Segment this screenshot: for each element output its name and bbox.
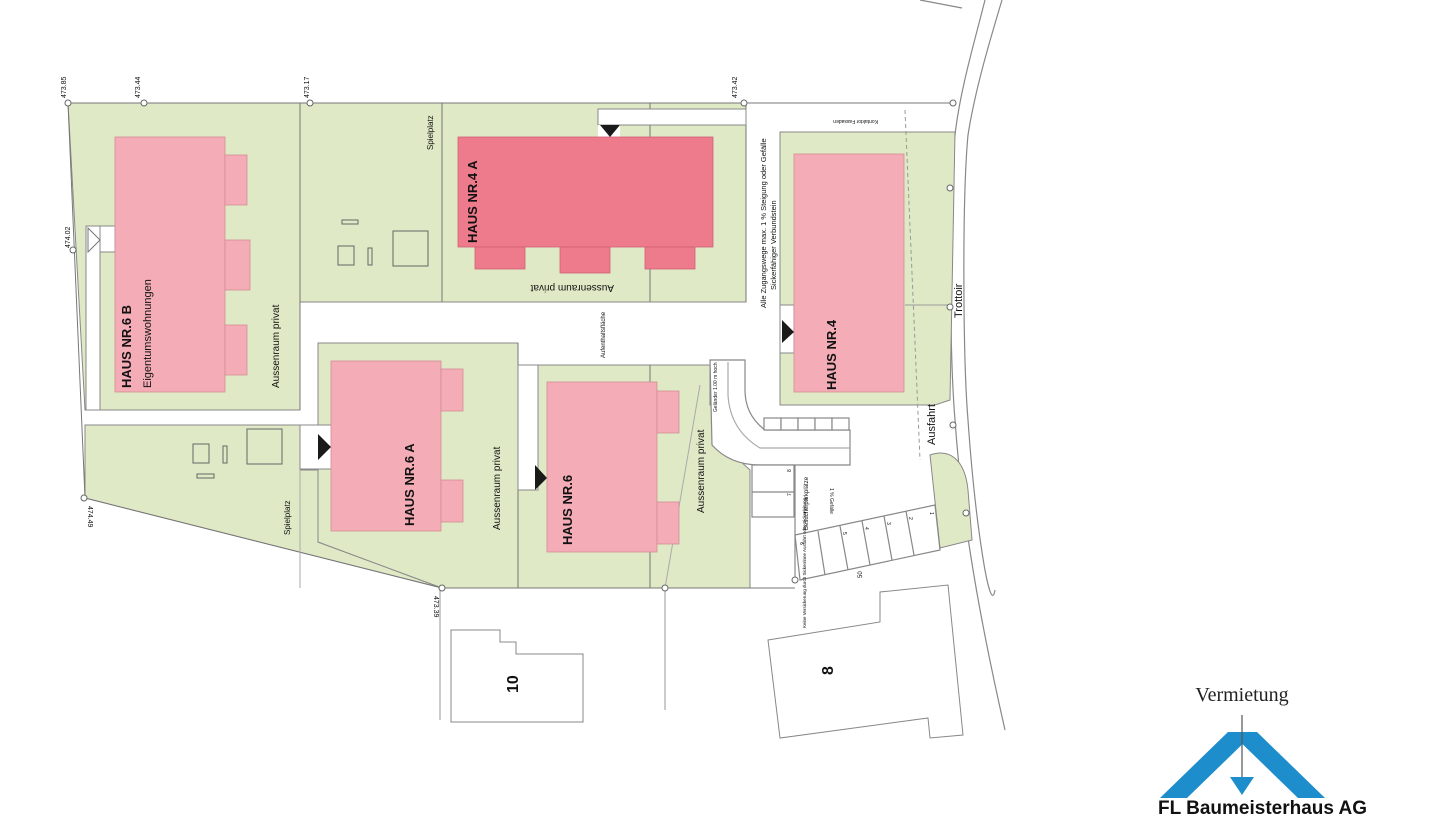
entrance-icon bbox=[318, 434, 331, 460]
svg-text:1: 1 bbox=[928, 512, 934, 515]
entrance-markers bbox=[318, 125, 794, 490]
logo-company-name: FL Baumeisterhaus AG bbox=[1158, 798, 1368, 819]
building-haus-6b[interactable] bbox=[114, 136, 251, 393]
svg-text:8: 8 bbox=[787, 469, 793, 472]
area-label: Aussenraum privat bbox=[492, 446, 503, 530]
building-haus-4a[interactable] bbox=[457, 136, 714, 274]
area-label: Besucherparkplätze bbox=[804, 476, 810, 530]
svg-text:5: 5 bbox=[841, 532, 847, 535]
driveway bbox=[709, 359, 941, 581]
building-label-haus-6: HAUS NR.6 bbox=[560, 475, 575, 545]
area-label: Geländer 1.00 m hoch bbox=[713, 362, 719, 412]
building-label-haus-4: HAUS NR.4 bbox=[824, 319, 839, 390]
neighbor-10 bbox=[450, 629, 584, 723]
dimension-label: 50 bbox=[858, 571, 864, 578]
area-label: Trottoir bbox=[953, 283, 965, 318]
neighbor-8 bbox=[767, 584, 964, 739]
elevation-label: 473.39 bbox=[432, 596, 439, 618]
building-haus-6[interactable] bbox=[546, 381, 680, 553]
building-haus-4[interactable] bbox=[793, 153, 905, 393]
neighbor-buildings bbox=[450, 584, 964, 739]
elevation-label: 474.49 bbox=[86, 506, 93, 528]
area-label: Spielplatz bbox=[283, 500, 292, 535]
elevation-label: 474.02 bbox=[65, 226, 72, 248]
access-note: Sickerfähiger Verbundstein bbox=[769, 200, 778, 290]
lot-ausfahrt-green bbox=[929, 452, 973, 549]
svg-text:4: 4 bbox=[863, 527, 869, 530]
area-label: Aussenraum privat bbox=[696, 429, 707, 513]
svg-text:6: 6 bbox=[798, 542, 804, 545]
elevation-label: 473.17 bbox=[304, 76, 311, 98]
house-roof-icon bbox=[1160, 715, 1325, 798]
svg-text:7: 7 bbox=[787, 493, 793, 496]
building-label-haus-6b: HAUS NR.6 B bbox=[119, 305, 134, 388]
logo-title: Vermietung bbox=[1195, 684, 1289, 706]
entrance-icon bbox=[782, 320, 794, 343]
building-label-haus-4a: HAUS NR.4 A bbox=[465, 160, 480, 243]
area-label: 1 % Gefälle bbox=[828, 488, 834, 514]
area-label: Kontaktor Fassaden bbox=[833, 118, 878, 124]
elevation-points bbox=[64, 99, 970, 592]
elevation-label: 473.44 bbox=[135, 76, 142, 98]
access-note: Alle Zugangswege max. 1 % Steigung oder … bbox=[759, 138, 768, 308]
entrance-icon-outline bbox=[87, 226, 101, 254]
path-4a-top bbox=[597, 108, 747, 126]
area-label: Ausfahrt bbox=[926, 404, 938, 445]
entrance-icon bbox=[535, 465, 547, 490]
neighbor-label-10: 10 bbox=[505, 675, 522, 693]
drainage-note: Keine Versickerung durch Sickerrinne Aus… bbox=[802, 497, 807, 628]
company-logo: Vermietung FL Baumeisterhaus AG bbox=[1150, 680, 1367, 819]
access-paths bbox=[85, 108, 795, 491]
parking-numbers: 1 2 3 4 5 6 7 8 bbox=[787, 469, 934, 545]
building-sublabel-haus-6b: Eigentumswohnungen bbox=[142, 279, 154, 388]
building-haus-6a[interactable] bbox=[330, 360, 464, 532]
svg-text:2: 2 bbox=[907, 517, 913, 520]
entrance-icon bbox=[600, 125, 620, 137]
elevation-label: 473.42 bbox=[732, 76, 739, 98]
building-label-haus-6a: HAUS NR.6 A bbox=[402, 443, 417, 526]
area-label: Aussenraum privat bbox=[271, 304, 282, 388]
area-label: Aussenraum privat bbox=[530, 282, 614, 293]
area-label: Spielplatz bbox=[426, 115, 435, 150]
path-west bbox=[85, 225, 101, 411]
neighbor-label-8: 8 bbox=[820, 666, 837, 675]
playground-equipment bbox=[192, 219, 429, 479]
elevation-label: 473.85 bbox=[61, 76, 68, 98]
lot-spielplatz-top bbox=[299, 102, 443, 303]
garage-spaces bbox=[763, 417, 850, 431]
svg-text:3: 3 bbox=[885, 522, 891, 525]
path-6 bbox=[517, 364, 539, 491]
area-label: Aufenthaltsfläche bbox=[601, 311, 607, 358]
